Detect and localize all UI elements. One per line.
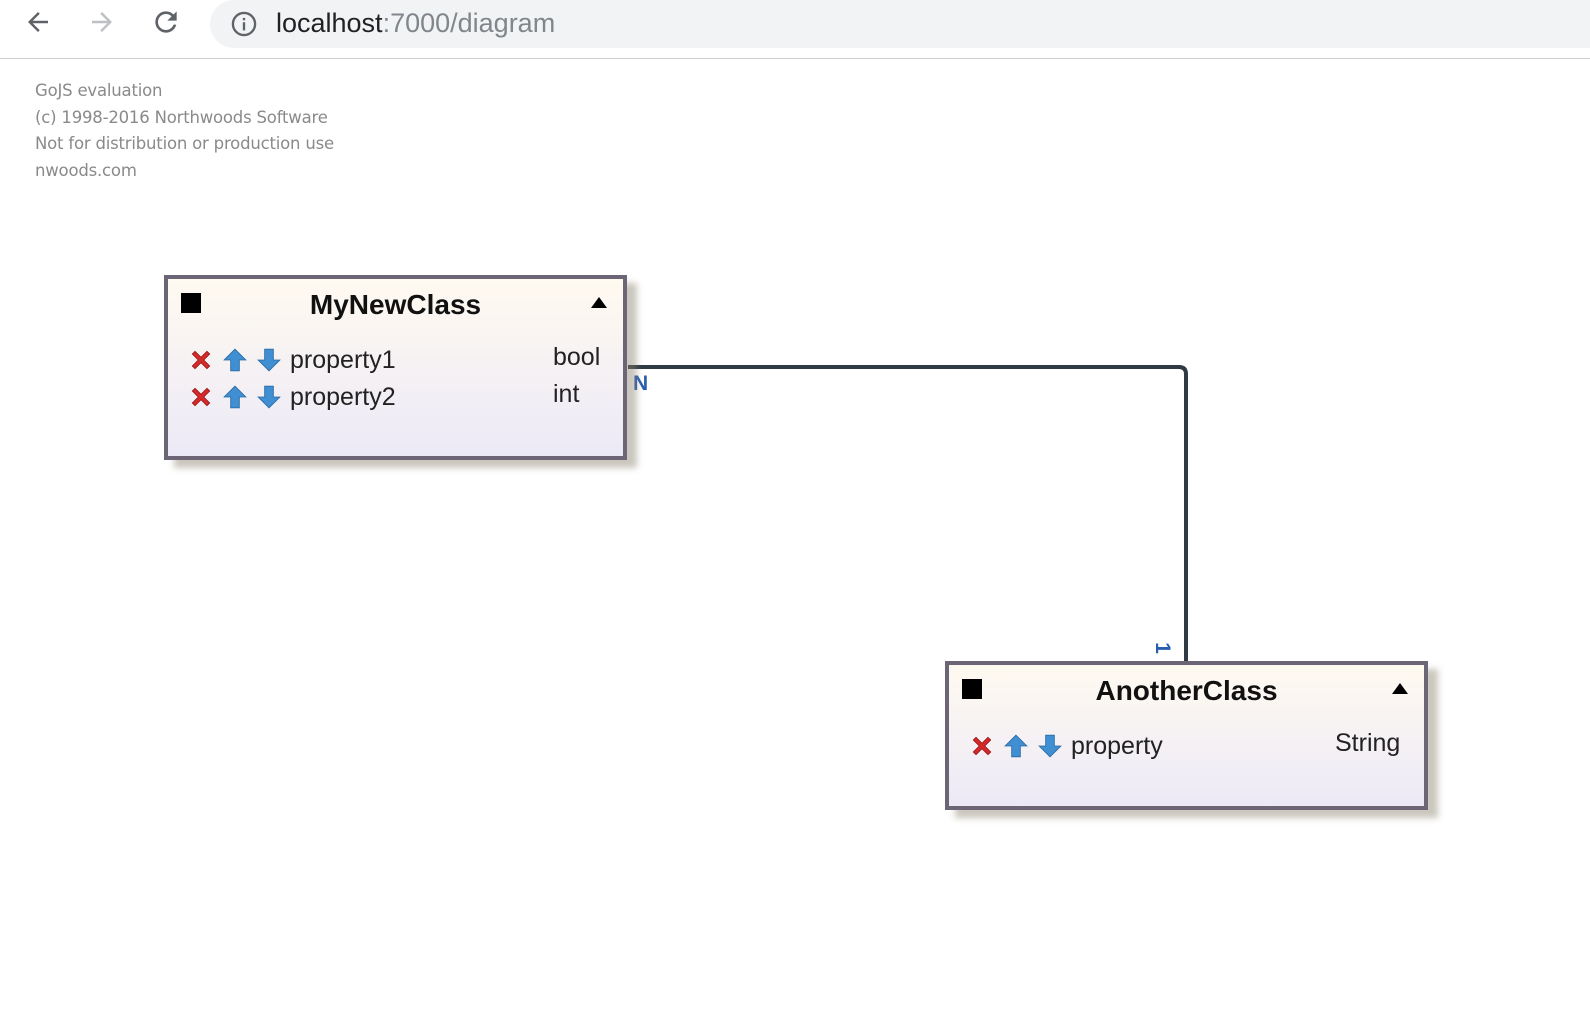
url-path: :7000/diagram xyxy=(382,8,556,38)
property-name[interactable]: property2 xyxy=(290,382,396,411)
property-name[interactable]: property xyxy=(1071,731,1163,760)
forward-button[interactable] xyxy=(82,2,122,42)
property-name[interactable]: property1 xyxy=(290,345,396,374)
address-bar[interactable]: localhost:7000/diagram xyxy=(210,0,1590,48)
node-title[interactable]: MyNewClass xyxy=(309,289,482,320)
url-text[interactable]: localhost:7000/diagram xyxy=(276,6,555,40)
watermark-line: GoJS evaluation xyxy=(35,81,163,100)
link-from-label: N xyxy=(633,372,649,395)
delete-icon[interactable] xyxy=(186,345,216,375)
watermark-line: nwoods.com xyxy=(35,161,137,181)
info-icon[interactable] xyxy=(230,10,258,38)
move-up-arrow-icon[interactable] xyxy=(1001,731,1031,761)
move-up-arrow-icon[interactable] xyxy=(220,382,250,412)
property-row: property xyxy=(967,729,1163,763)
class-node-anotherclass[interactable]: AnotherClass property String xyxy=(945,661,1428,810)
property-row: property1 xyxy=(186,343,396,377)
class-node-mynewclass[interactable]: MyNewClass property1 bool property2 int xyxy=(164,275,627,460)
gojs-watermark: GoJS evaluation (c) 1998-2016 Northwoods… xyxy=(35,78,334,185)
property-type[interactable]: String xyxy=(1335,729,1401,757)
collapse-triangle-icon[interactable] xyxy=(591,297,607,308)
arrow-right-icon xyxy=(92,12,112,32)
back-button[interactable] xyxy=(18,2,58,42)
collapse-triangle-icon[interactable] xyxy=(1392,683,1408,694)
reload-button[interactable] xyxy=(146,2,186,42)
node-port-square[interactable] xyxy=(181,293,201,313)
node-title[interactable]: AnotherClass xyxy=(1095,675,1278,706)
browser-toolbar: localhost:7000/diagram xyxy=(0,0,1590,59)
association-link[interactable] xyxy=(628,365,1188,663)
move-down-arrow-icon[interactable] xyxy=(254,382,284,412)
node-port-square[interactable] xyxy=(962,679,982,699)
delete-icon[interactable] xyxy=(967,731,997,761)
watermark-line: Not for distribution or production use xyxy=(35,134,334,154)
property-row: property2 xyxy=(186,380,396,414)
delete-icon[interactable] xyxy=(186,382,216,412)
arrow-left-icon xyxy=(28,12,48,32)
property-type[interactable]: bool xyxy=(553,343,601,371)
move-down-arrow-icon[interactable] xyxy=(1035,731,1065,761)
property-type[interactable]: int xyxy=(553,380,580,408)
move-up-arrow-icon[interactable] xyxy=(220,345,250,375)
move-down-arrow-icon[interactable] xyxy=(254,345,284,375)
watermark-line: (c) 1998-2016 Northwoods Software xyxy=(35,107,328,127)
link-to-label: 1 xyxy=(1150,642,1174,654)
url-host: localhost xyxy=(276,8,383,38)
reload-icon xyxy=(155,11,177,33)
